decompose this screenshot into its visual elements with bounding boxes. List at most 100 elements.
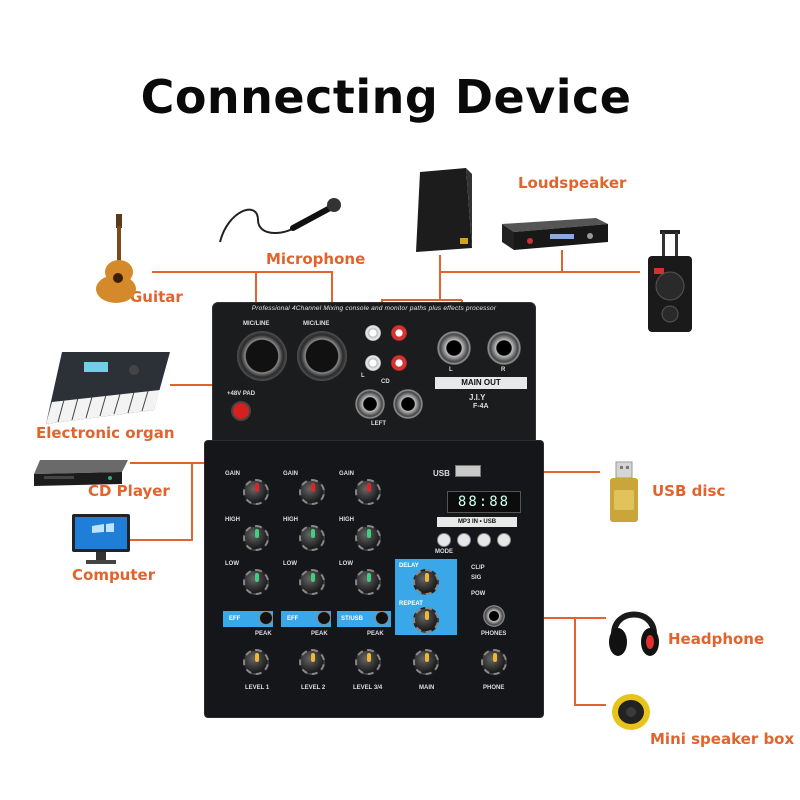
brand-name: J.I.Y <box>469 393 486 402</box>
xlr-input-2[interactable] <box>297 331 347 381</box>
ch2-peak-label: PEAK <box>311 631 328 637</box>
delay-knob[interactable] <box>413 569 439 595</box>
phones-label: PHONES <box>481 631 507 637</box>
ch1-eff-label: EFF <box>229 616 241 622</box>
ch2-high-knob[interactable] <box>299 525 325 551</box>
mixer-banner: Professional 4Channel Mixing console and… <box>251 305 497 312</box>
ch2-low-knob[interactable] <box>299 569 325 595</box>
label-loudspeaker: Loudspeaker <box>518 174 627 192</box>
mp3-display: 88:88 <box>447 491 521 513</box>
ch34-gain-label: GAIN <box>339 471 354 477</box>
usb-label: USB <box>433 469 450 478</box>
main-level-knob[interactable] <box>413 649 439 675</box>
usb-disc-icon <box>610 461 638 522</box>
ch34-peak-label: PEAK <box>367 631 384 637</box>
ch34-high-label: HIGH <box>339 517 354 523</box>
main-out-l-label: L <box>449 367 453 373</box>
ch34-st-usb-label: ST/USB <box>341 616 364 622</box>
guitar-icon <box>96 214 136 303</box>
label-microphone: Microphone <box>266 250 366 268</box>
mode-button[interactable] <box>437 533 451 547</box>
ch34-level-label: LEVEL 3/4 <box>353 685 383 691</box>
ch2-level-knob[interactable] <box>299 649 325 675</box>
rca-input-white-1[interactable] <box>365 325 381 341</box>
label-computer: Computer <box>72 566 156 584</box>
electronic-organ-icon <box>46 352 170 424</box>
ch34-gain-knob[interactable] <box>355 479 381 505</box>
delay-label: DELAY <box>399 563 419 569</box>
play-pause-button[interactable] <box>477 533 491 547</box>
main-out-left-jack[interactable] <box>437 331 471 365</box>
rca-cd-label: CD <box>381 379 390 385</box>
computer-icon <box>72 514 130 564</box>
prev-track-button[interactable] <box>457 533 471 547</box>
ch1-high-label: HIGH <box>225 517 240 523</box>
ch1-eff-button[interactable] <box>259 611 273 625</box>
headphone-icon <box>609 611 659 656</box>
main-out-right-jack[interactable] <box>487 331 521 365</box>
label-guitar: Guitar <box>130 288 183 306</box>
label-mini-speaker-box: Mini speaker box <box>650 730 795 748</box>
ch1-low-knob[interactable] <box>243 569 269 595</box>
ch34-low-label: LOW <box>339 561 353 567</box>
trolley-speaker-icon <box>648 230 692 332</box>
mini-speaker-box-icon <box>612 694 650 730</box>
main-out-r-label: R <box>501 367 506 373</box>
ch34-level-knob[interactable] <box>355 649 381 675</box>
ch2-level-label: LEVEL 2 <box>301 685 326 691</box>
mp3-usb-badge: MP3 IN • USB <box>437 517 517 527</box>
ch2-eff-button[interactable] <box>317 611 331 625</box>
clip-label: CLIP <box>471 565 485 571</box>
next-track-button[interactable] <box>497 533 511 547</box>
ch1-high-knob[interactable] <box>243 525 269 551</box>
rca-input-red-1[interactable] <box>391 325 407 341</box>
ch1-gain-label: GAIN <box>225 471 240 477</box>
sig-label: SIG <box>471 575 482 581</box>
label-usb-disc: USB disc <box>652 482 726 500</box>
ch34-low-knob[interactable] <box>355 569 381 595</box>
rca-input-white-2[interactable] <box>365 355 381 371</box>
phantom-power-button[interactable] <box>231 401 251 421</box>
ch2-gain-label: GAIN <box>283 471 298 477</box>
model-name: F-4A <box>473 403 489 410</box>
microphone-icon <box>219 198 341 243</box>
amplifier-icon <box>502 218 608 250</box>
pow-label: POW <box>471 591 486 597</box>
line-input-jack-1[interactable] <box>355 389 385 419</box>
mic-line-2-label: MIC/LINE <box>303 321 330 327</box>
rca-input-red-2[interactable] <box>391 355 407 371</box>
ch1-gain-knob[interactable] <box>243 479 269 505</box>
mode-label: MODE <box>435 549 453 555</box>
phone-level-label: PHONE <box>483 685 505 691</box>
ch1-level-knob[interactable] <box>243 649 269 675</box>
cd-player-icon <box>34 460 128 486</box>
label-headphone: Headphone <box>668 630 765 648</box>
main-level-label: MAIN <box>419 685 435 691</box>
ch2-low-label: LOW <box>283 561 297 567</box>
repeat-knob[interactable] <box>413 607 439 633</box>
ch34-st-usb-button[interactable] <box>375 611 389 625</box>
ch1-low-label: LOW <box>225 561 239 567</box>
xlr-input-1[interactable] <box>237 331 287 381</box>
page-title: Connecting Device <box>140 70 632 124</box>
ch34-high-knob[interactable] <box>355 525 381 551</box>
ch2-gain-knob[interactable] <box>299 479 325 505</box>
ch1-peak-label: PEAK <box>255 631 272 637</box>
label-cd-player: CD Player <box>88 482 170 500</box>
main-out-label: MAIN OUT <box>435 377 527 389</box>
phantom-power-label: +48V PAD <box>227 391 256 397</box>
line-input-jack-2[interactable] <box>393 389 423 419</box>
mixer-top-panel: Professional 4Channel Mixing console and… <box>212 302 536 442</box>
ch2-eff-label: EFF <box>287 616 299 622</box>
left-input-label: LEFT <box>371 421 386 427</box>
phone-level-knob[interactable] <box>481 649 507 675</box>
usb-port[interactable] <box>455 465 481 477</box>
rca-l-label: L <box>361 373 365 379</box>
repeat-label: REPEAT <box>399 601 423 607</box>
audio-mixer: Professional 4Channel Mixing console and… <box>204 302 544 718</box>
phones-jack[interactable] <box>483 605 505 627</box>
mixer-front-panel: GAIN HIGH LOW EFF PEAK LEVEL 1 GAIN HIGH… <box>204 440 544 718</box>
ch2-high-label: HIGH <box>283 517 298 523</box>
loudspeaker-cabinet-icon <box>416 168 472 252</box>
mic-line-1-label: MIC/LINE <box>243 321 270 327</box>
